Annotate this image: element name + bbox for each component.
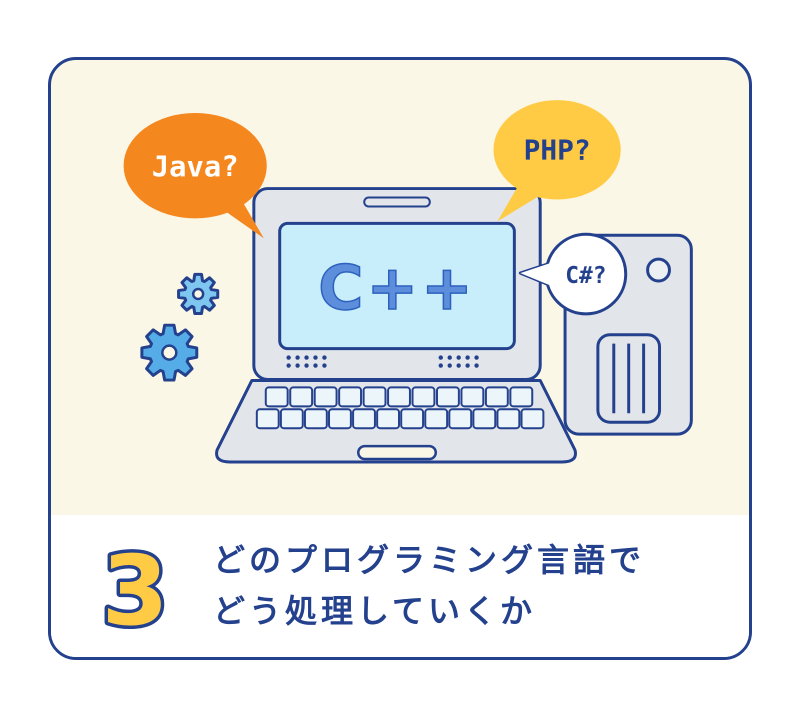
speaker-dot <box>456 363 461 368</box>
speaker-dot <box>438 355 443 360</box>
speaker-dots <box>286 355 327 368</box>
speaker-dot <box>474 355 479 360</box>
keyboard-key <box>289 386 314 408</box>
speech-bubble-php: PHP? <box>493 100 621 222</box>
speaker-dot <box>447 355 452 360</box>
keyboard-key <box>411 386 436 408</box>
gear-hole <box>191 287 205 301</box>
keyboard-key <box>484 386 509 408</box>
speaker-dot <box>304 363 309 368</box>
caption-section: 3 どのプログラミング言語で どう処理していくか <box>51 515 749 657</box>
keyboard-key <box>362 386 387 408</box>
illustration: C++ Java? PHP? <box>123 100 693 464</box>
bubble-tail-cover <box>520 262 555 288</box>
speaker-dot <box>295 363 300 368</box>
keyboard-key <box>255 408 280 430</box>
keyboard-key <box>328 408 352 430</box>
keyboard-key <box>509 386 534 408</box>
speaker-dot <box>456 355 461 360</box>
keyboard-key <box>387 386 411 408</box>
keyboard-key <box>303 408 328 430</box>
gear-hole <box>161 344 178 361</box>
speaker-dot <box>295 355 300 360</box>
keyboard <box>255 408 545 430</box>
speaker-dot <box>465 363 470 368</box>
keyboard-key <box>352 408 376 430</box>
keyboard-key <box>472 408 497 430</box>
speech-bubble-csharp: C#? <box>518 232 628 316</box>
keyboard-key <box>424 408 449 430</box>
speaker-dot <box>465 355 470 360</box>
keyboard-key <box>376 408 401 430</box>
bubble-label: PHP? <box>524 134 591 167</box>
step-number: 3 <box>102 535 169 642</box>
keyboard-key <box>448 408 473 430</box>
keyboard-key <box>400 408 425 430</box>
bubble-body <box>123 112 267 219</box>
speaker-dot <box>313 363 318 368</box>
trackpad-notch <box>357 444 438 461</box>
keyboard-key <box>460 386 485 408</box>
keyboard <box>264 386 534 408</box>
gear-icon <box>140 323 199 382</box>
speaker-dot <box>286 363 291 368</box>
caption: どのプログラミング言語で どう処理していくか <box>213 541 646 630</box>
speaker-dot <box>438 363 443 368</box>
speaker-dots <box>438 355 479 368</box>
gear-icon <box>177 272 220 316</box>
speaker-dot <box>447 363 452 368</box>
keyboard-key <box>338 386 363 408</box>
speaker-dot <box>474 363 479 368</box>
laptop: C++ <box>215 187 577 464</box>
power-button <box>646 257 671 283</box>
bubble-label: C#? <box>565 263 606 289</box>
speech-bubble-java: Java? <box>123 112 267 239</box>
caption-line-2: どう処理していくか <box>213 591 537 630</box>
caption-line-1: どのプログラミング言語で <box>213 541 646 580</box>
tower-vent <box>596 333 662 424</box>
camera-slot <box>363 196 431 208</box>
keyboard-key <box>264 386 289 408</box>
keyboard-key <box>313 386 338 408</box>
speaker-dot <box>304 355 309 360</box>
keyboard-key <box>520 408 545 430</box>
step-number-graphic: 3 <box>99 532 171 643</box>
speaker-dot <box>322 355 327 360</box>
speaker-dot <box>322 363 327 368</box>
keyboard-key <box>279 408 304 430</box>
speaker-dot <box>313 355 318 360</box>
bubble-label: Java? <box>152 150 239 184</box>
keyboard-key <box>496 408 521 430</box>
speaker-dot <box>286 355 291 360</box>
keyboard-key <box>436 386 460 408</box>
bubble-body <box>493 100 621 200</box>
screen-language-label: C++ <box>318 252 475 324</box>
laptop-screen <box>278 221 516 351</box>
card: C++ Java? PHP? <box>48 57 752 660</box>
